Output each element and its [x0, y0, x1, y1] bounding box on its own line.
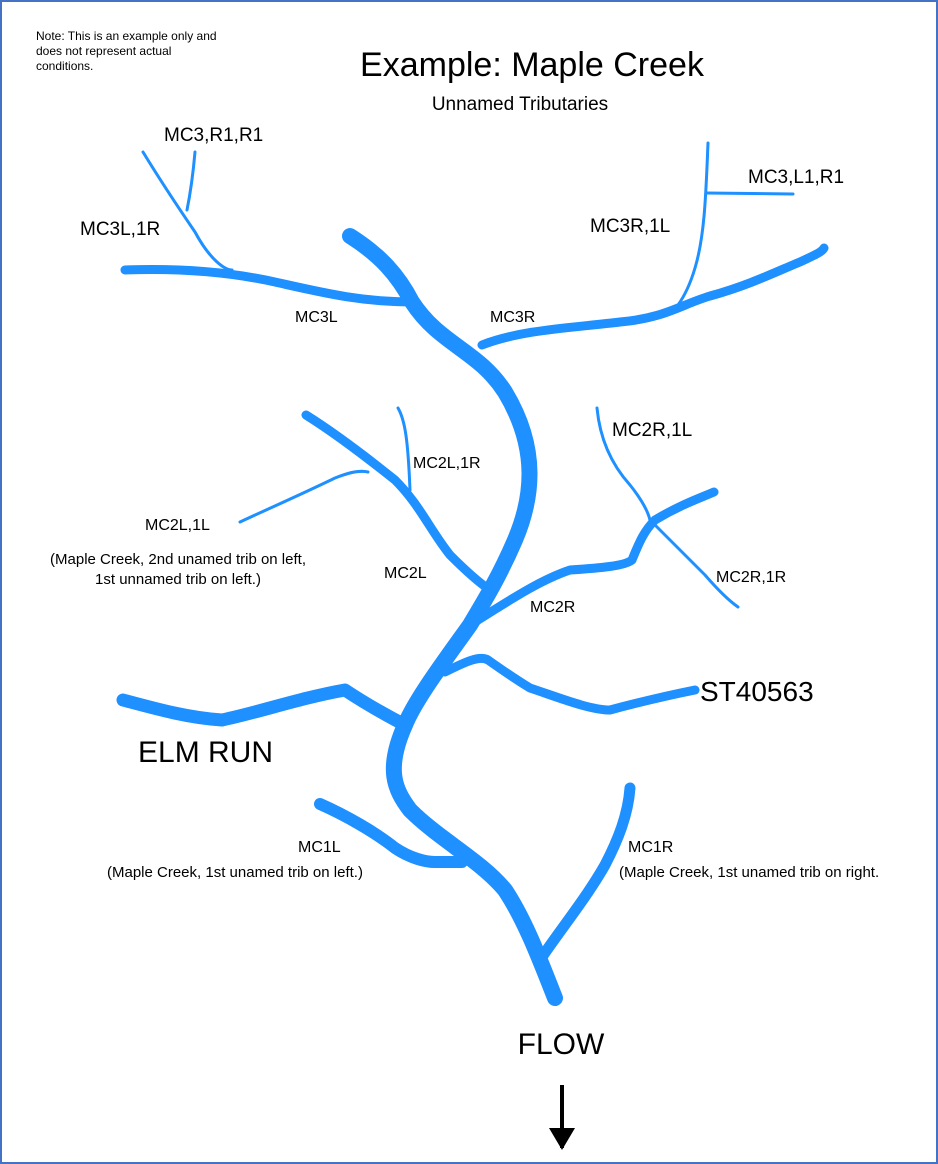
- mc1l-stream: [314, 798, 468, 868]
- label-mc2l-1l: MC2L,1L: [145, 517, 210, 534]
- mc2r-stream: [465, 487, 719, 630]
- label-mc2l-1r: MC2L,1R: [413, 455, 481, 472]
- label-mc1l: MC1L: [298, 839, 341, 856]
- down-arrow-icon: [549, 1085, 575, 1150]
- mc3-l1-r1-stream: [704, 191, 795, 196]
- label-elm-run: ELM RUN: [138, 736, 273, 769]
- disclaimer-note-line-2: does not represent actual: [36, 44, 171, 58]
- mc2l-1l-stream: [238, 469, 370, 524]
- elm-run-stream: [116, 683, 412, 732]
- label-mc3r: MC3R: [490, 309, 535, 326]
- label-st40563: ST40563: [700, 676, 814, 707]
- mc1r-stream: [534, 782, 636, 966]
- label-mc2l-note-line-2: 1st unnamed trib on left.): [95, 571, 261, 588]
- label-mc3l-1r: MC3L,1R: [80, 219, 160, 240]
- label-mc2r-1l: MC2R,1L: [612, 420, 692, 441]
- label-mc2l-note-line-1: (Maple Creek, 2nd unamed trib on left,: [50, 551, 306, 568]
- mc3-r1-r1-stream: [185, 150, 197, 212]
- label-mc2l: MC2L: [384, 565, 427, 582]
- st40563-stream: [440, 653, 700, 715]
- mc2r-1l-stream: [595, 406, 652, 522]
- mc3l-1r-stream: [141, 150, 234, 272]
- label-mc1l-note: (Maple Creek, 1st unamed trib on left.): [107, 864, 363, 881]
- label-flow: FLOW: [518, 1028, 605, 1061]
- page-subtitle: Unnamed Tributaries: [432, 94, 608, 115]
- disclaimer-note-line-1: Note: This is an example only and: [36, 29, 217, 43]
- label-mc2r-1r: MC2R,1R: [716, 569, 786, 586]
- label-mc3r-1l: MC3R,1L: [590, 216, 670, 237]
- mc2r-1r-stream: [648, 518, 740, 609]
- label-mc3l: MC3L: [295, 309, 338, 326]
- mc2l-1r-stream: [396, 406, 412, 492]
- label-mc1r-note: (Maple Creek, 1st unamed trib on right.: [619, 864, 879, 881]
- mc3r-stream: [477, 243, 829, 350]
- label-mc2r: MC2R: [530, 599, 575, 616]
- mc2l-stream: [301, 410, 495, 595]
- mc3l-stream: [120, 265, 417, 307]
- label-mc3-l1-r1: MC3,L1,R1: [748, 167, 844, 188]
- page-title: Example: Maple Creek: [360, 46, 705, 84]
- disclaimer-note-line-3: conditions.: [36, 59, 93, 73]
- mc3r-1l-stream: [676, 141, 710, 307]
- label-mc1r: MC1R: [628, 839, 673, 856]
- maple-creek-main-stem: [342, 228, 563, 1006]
- label-mc3-r1-r1: MC3,R1,R1: [164, 125, 263, 146]
